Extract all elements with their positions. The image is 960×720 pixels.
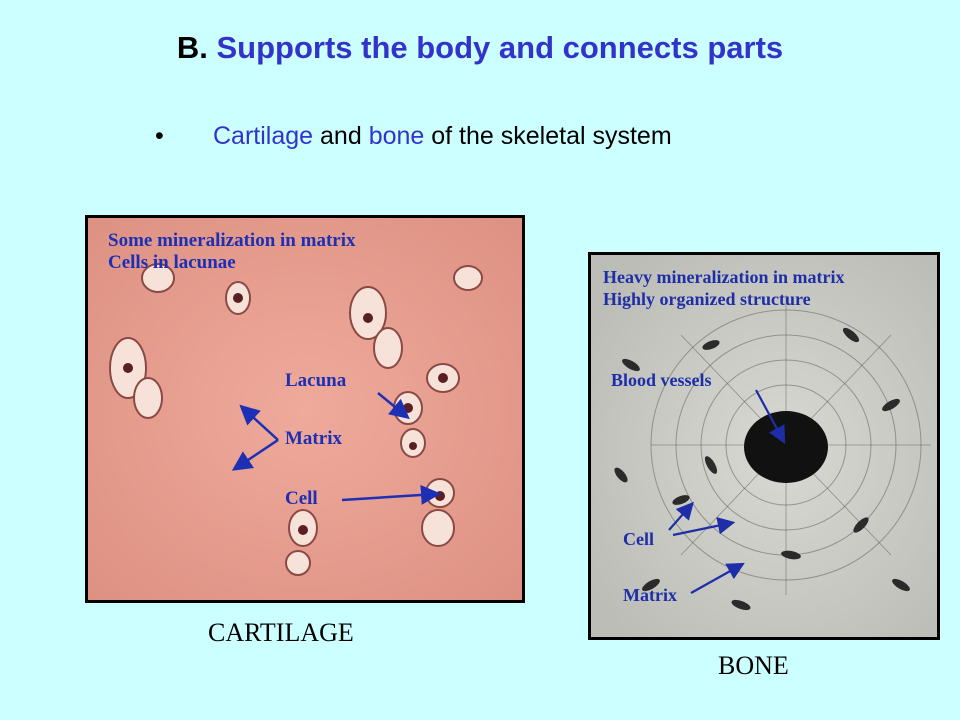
cartilage-label-lacuna: Lacuna xyxy=(285,370,347,391)
bone-caption: BONE xyxy=(718,651,789,680)
bone-label-cell: Cell xyxy=(623,529,654,549)
bullet-rest: of the skeletal system xyxy=(431,122,672,150)
cartilage-image xyxy=(88,218,522,600)
cartilage-micrograph: Some mineralization in matrix Cells in l… xyxy=(85,215,525,603)
bullet-item: • Cartilage and bone of the skeletal syst… xyxy=(155,122,672,151)
word-and: and xyxy=(320,122,362,150)
bullet-glyph: • xyxy=(155,122,164,150)
bone-label-organized: Highly organized structure xyxy=(603,289,811,309)
cartilage-label-mineralization: Some mineralization in matrix xyxy=(108,230,356,251)
title-lead: B. xyxy=(176,30,208,65)
bone-label-matrix: Matrix xyxy=(623,585,677,605)
cartilage-label-matrix: Matrix xyxy=(285,428,342,449)
word-cartilage: Cartilage xyxy=(213,122,314,150)
cartilage-label-cell: Cell xyxy=(285,488,318,509)
slide-title: B. Supports the body and connects parts xyxy=(0,30,960,66)
bone-image xyxy=(591,255,937,637)
cartilage-caption: CARTILAGE xyxy=(208,618,354,647)
cartilage-label-lacunae: Cells in lacunae xyxy=(108,252,236,273)
word-bone: bone xyxy=(368,122,425,150)
bone-label-vessels: Blood vessels xyxy=(611,370,712,390)
title-text: Supports the body and connects parts xyxy=(216,30,784,65)
bone-label-mineralization: Heavy mineralization in matrix xyxy=(603,267,845,287)
bone-micrograph: Heavy mineralization in matrix Highly or… xyxy=(588,252,940,640)
